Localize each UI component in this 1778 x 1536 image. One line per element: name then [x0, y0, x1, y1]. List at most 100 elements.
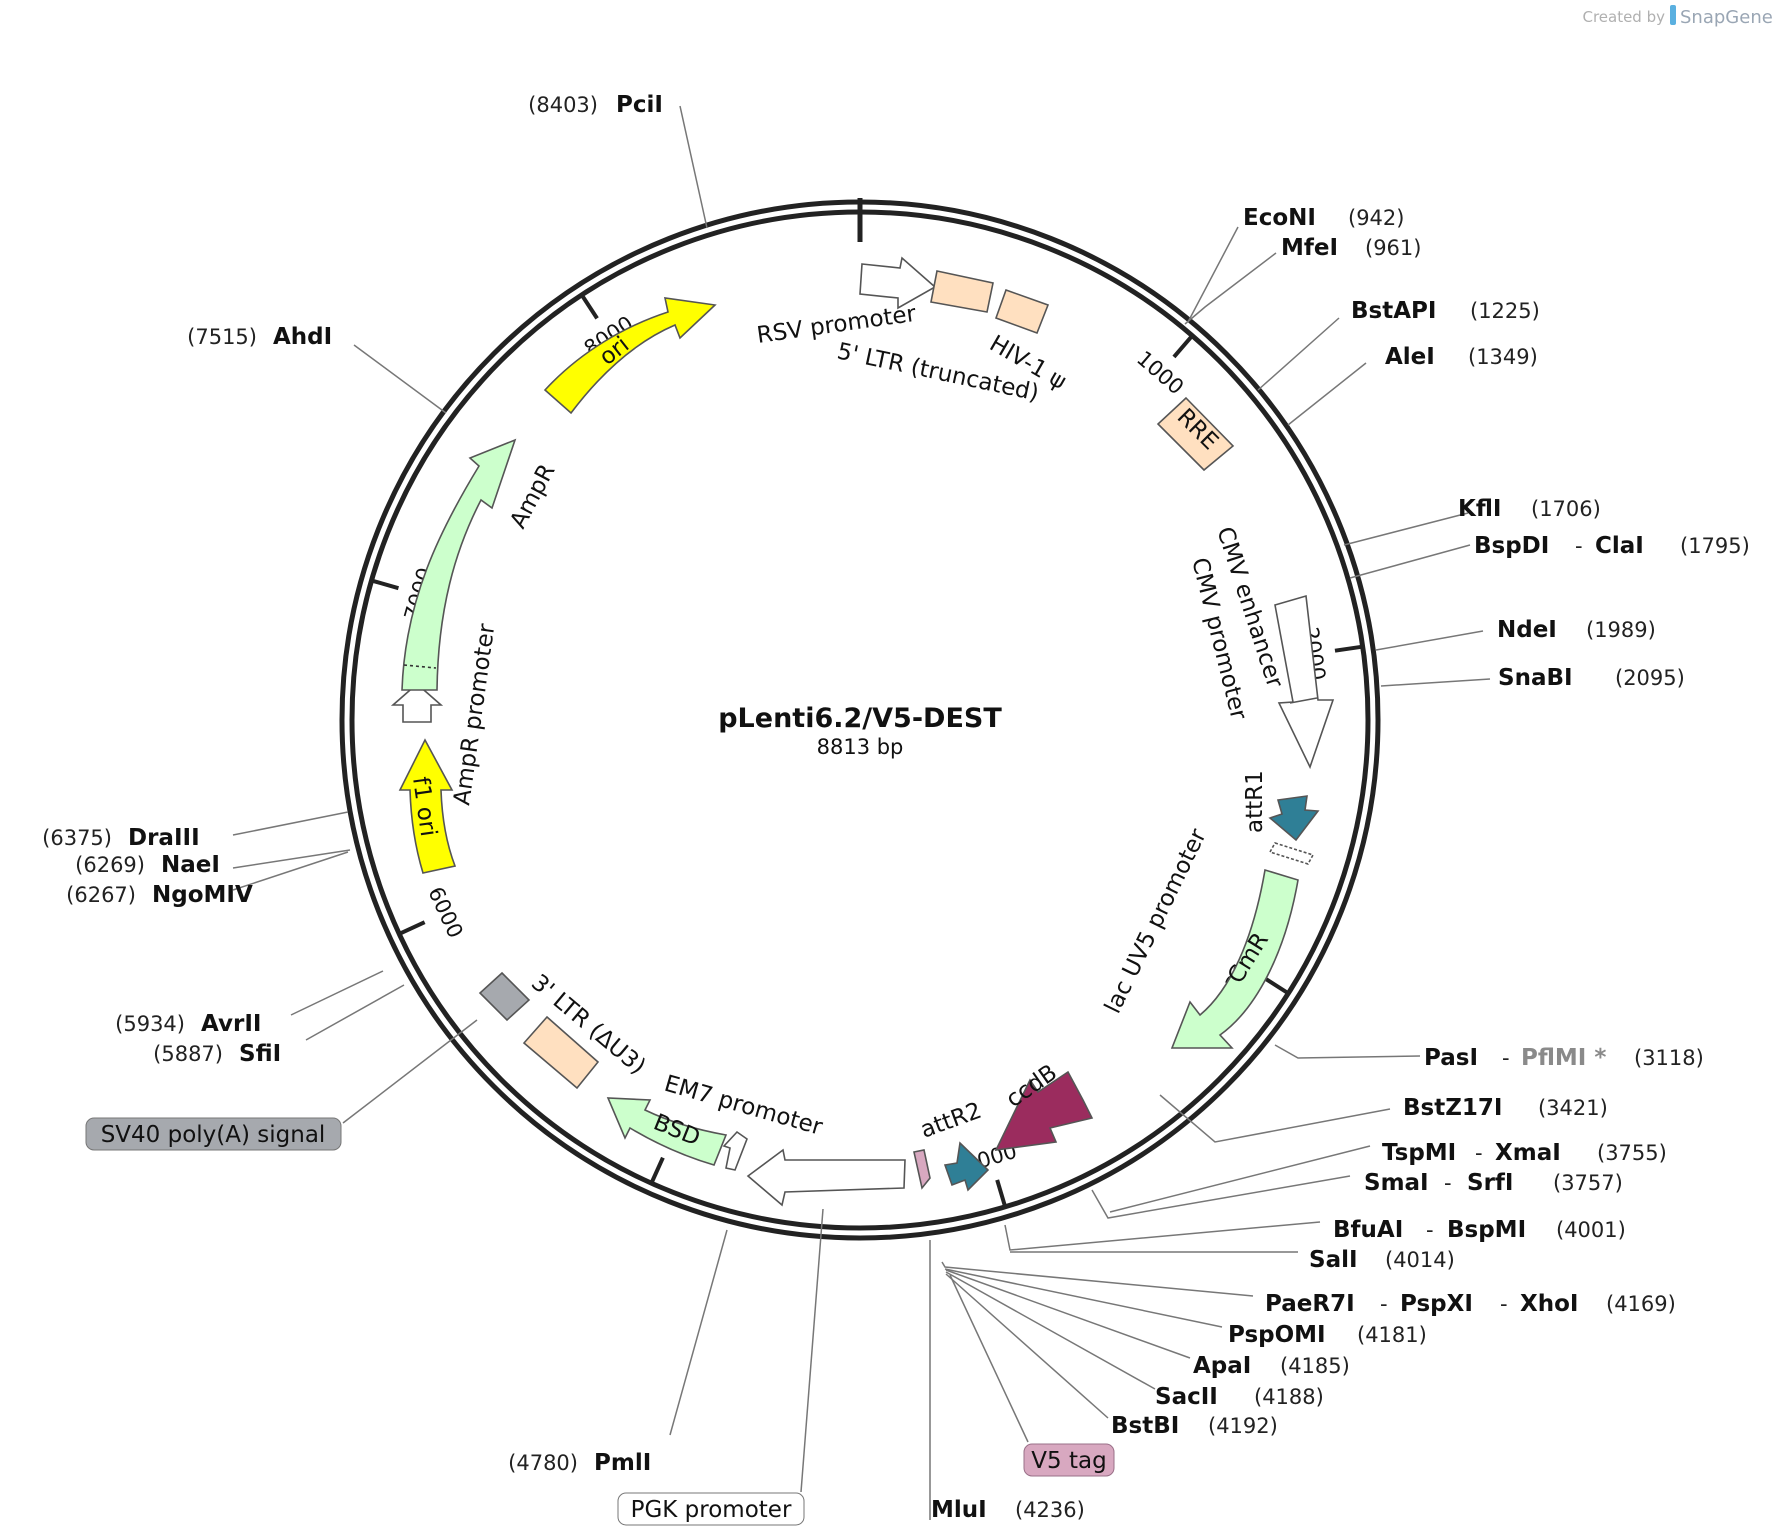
sv40-label-box	[85, 1117, 342, 1151]
site-pspomi: PspOMI (4181)	[1228, 1322, 1427, 1348]
site-name: BstZ17I	[1403, 1095, 1502, 1121]
feature-label-v5tag: V5 tag	[1031, 1448, 1106, 1474]
site-position: (1225)	[1470, 299, 1540, 323]
site-pasi-pflmi: PasI - PflMI * (3118)	[1424, 1045, 1704, 1071]
tick-mark	[372, 579, 400, 591]
site-bstbi: BstBI (4192)	[1111, 1413, 1278, 1439]
snapgene-credit: Created by SnapGene	[1582, 5, 1773, 28]
site-name: SfiI	[239, 1041, 281, 1067]
site-position: (3755)	[1597, 1141, 1667, 1165]
feature-pgk-arrow	[746, 1148, 906, 1207]
site-alei: AleI (1349)	[1385, 344, 1538, 370]
site-name: BstAPI	[1351, 298, 1436, 324]
feature-em7-arrow	[722, 1130, 748, 1171]
v5tag-label-box	[1023, 1443, 1115, 1477]
feature-bsd-arrow	[606, 1097, 728, 1166]
feature-label-amppromoter: AmpR promoter	[449, 622, 500, 807]
feature-label-rsv-promoter: RSV promoter	[755, 301, 918, 349]
site-name: BspMI	[1447, 1217, 1526, 1243]
site-tspmi-xmai: TspMI - XmaI (3755)	[1382, 1140, 1667, 1166]
tick-mark	[1263, 976, 1288, 994]
site-leader-lines	[232, 105, 1491, 1520]
feature-v5tag-box	[913, 1149, 931, 1190]
site-pmli: (4780) PmlI	[508, 1450, 651, 1476]
site-name: BspDI	[1474, 533, 1549, 559]
site-econi: EcoNI (942)	[1243, 205, 1404, 231]
restriction-sites: (8403) PciI EcoNI (942) MfeI (961) BstAP…	[42, 92, 1750, 1523]
tick-mark	[1334, 644, 1361, 653]
site-name: SalI	[1309, 1247, 1358, 1273]
tick-mark	[650, 1156, 665, 1183]
site-name: XhoI	[1520, 1291, 1578, 1317]
site-name: BstBI	[1111, 1413, 1179, 1439]
site-ngomiv: (6267) NgoMIV	[66, 882, 253, 908]
feature-amppromoter-arrow	[390, 682, 444, 723]
feature-rre-box	[1156, 396, 1235, 472]
site-position: (4014)	[1385, 1248, 1455, 1272]
plasmid-name: pLenti6.2/V5-DEST	[718, 703, 1002, 734]
site-separator: -	[1502, 1046, 1510, 1070]
site-position: (8403)	[528, 93, 598, 117]
site-position: (5887)	[153, 1042, 223, 1066]
site-sfii: (5887) SfiI	[153, 1041, 281, 1067]
feature-label-pgk: PGK promoter	[631, 1497, 792, 1523]
plasmid-size: 8813 bp	[817, 735, 904, 759]
feature-label-ampr: AmpR	[505, 460, 560, 533]
feature-label-sv40: SV40 poly(A) signal	[101, 1122, 326, 1148]
site-ahdi: (7515) AhdI	[187, 324, 332, 350]
site-name: PspXI	[1400, 1291, 1473, 1317]
snapgene-logo-icon	[1670, 5, 1676, 25]
feature-attr1-dotted	[1268, 842, 1315, 865]
feature-ori-arrow	[543, 297, 717, 415]
site-name: PasI	[1424, 1045, 1478, 1071]
site-sali: SalI (4014)	[1309, 1247, 1455, 1273]
site-name: MluI	[931, 1497, 987, 1523]
site-name: AleI	[1385, 344, 1435, 370]
tick-label: 6000	[423, 883, 467, 942]
credit-prefix: Created by	[1582, 8, 1665, 26]
feature-attr1-arrow	[1268, 795, 1320, 842]
site-position: (3757)	[1553, 1171, 1623, 1195]
site-smai-srfi: SmaI - SrfI (3757)	[1364, 1170, 1623, 1196]
site-position: (1349)	[1468, 345, 1538, 369]
site-paer7i-pspxi-xhoi: PaeR7I - PspXI - XhoI (4169)	[1265, 1291, 1676, 1317]
site-separator: -	[1380, 1292, 1388, 1316]
site-position: (4001)	[1556, 1218, 1626, 1242]
feature-label-lac-uv5: lac UV5 promoter	[1100, 824, 1212, 1017]
site-position: (6269)	[75, 853, 145, 877]
site-position: (4169)	[1606, 1292, 1676, 1316]
site-position: (4185)	[1280, 1354, 1350, 1378]
site-position: (2095)	[1615, 666, 1685, 690]
site-bstz17i: BstZ17I (3421)	[1403, 1095, 1608, 1121]
feature-attr2-arrow	[943, 1141, 990, 1192]
site-position: (1795)	[1680, 534, 1750, 558]
site-position: (942)	[1348, 206, 1404, 230]
tick-mark	[1172, 335, 1193, 359]
site-name: PciI	[616, 92, 663, 118]
site-position: (4780)	[508, 1451, 578, 1475]
feature-rsv-promoter-arrow	[859, 256, 937, 310]
site-name: SrfI	[1467, 1170, 1513, 1196]
feature-3ltr-box	[522, 1015, 600, 1090]
site-sacii: SacII (4188)	[1155, 1384, 1324, 1410]
site-snabi: SnaBI (2095)	[1498, 665, 1685, 691]
feature-shapes	[390, 256, 1335, 1207]
site-position: (6375)	[42, 826, 112, 850]
site-name: PspOMI	[1228, 1322, 1326, 1348]
pgk-label-box	[617, 1492, 805, 1526]
site-position: (4192)	[1208, 1414, 1278, 1438]
site-name: AvrII	[201, 1011, 261, 1037]
feature-label-attr2: attR2	[917, 1098, 985, 1144]
site-position: (3118)	[1634, 1046, 1704, 1070]
site-separator: -	[1426, 1218, 1434, 1242]
site-name: AhdI	[273, 324, 332, 350]
site-naei: (6269) NaeI	[75, 852, 220, 878]
site-pcii: (8403) PciI	[528, 92, 663, 118]
site-avrii: (5934) AvrII	[115, 1011, 261, 1037]
site-name: ApaI	[1193, 1353, 1251, 1379]
site-position: (6267)	[66, 883, 136, 907]
site-position: (961)	[1365, 236, 1421, 260]
feature-ccdb-arrow	[994, 1070, 1094, 1151]
site-name: SacII	[1155, 1384, 1218, 1410]
